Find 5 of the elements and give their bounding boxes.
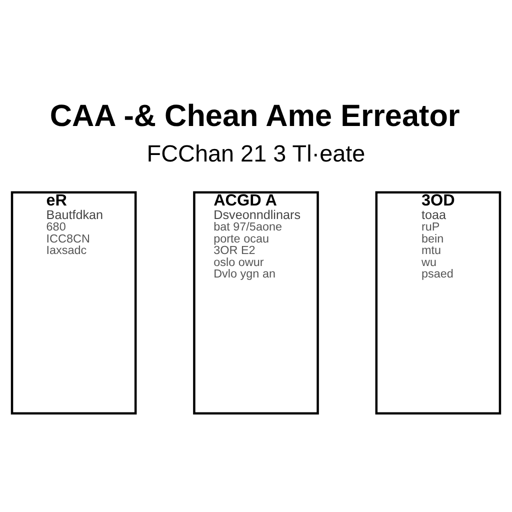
diagram-title: CAA -& Chean Ame Erreator xyxy=(50,98,460,133)
node-box: 3OD toaa ruP bein mtu wu psaed xyxy=(375,191,502,415)
label: FCChan 21 3 Tl·eate xyxy=(146,140,366,167)
node-box: ACGD A Dsveonndlinars bat 97/5aone porte ocau 3OR E2 oslo owur Dvlo ygn an xyxy=(193,191,319,415)
node-box: eR Bautfdkan 680 ICC8CN Iaxsadc xyxy=(10,191,137,415)
